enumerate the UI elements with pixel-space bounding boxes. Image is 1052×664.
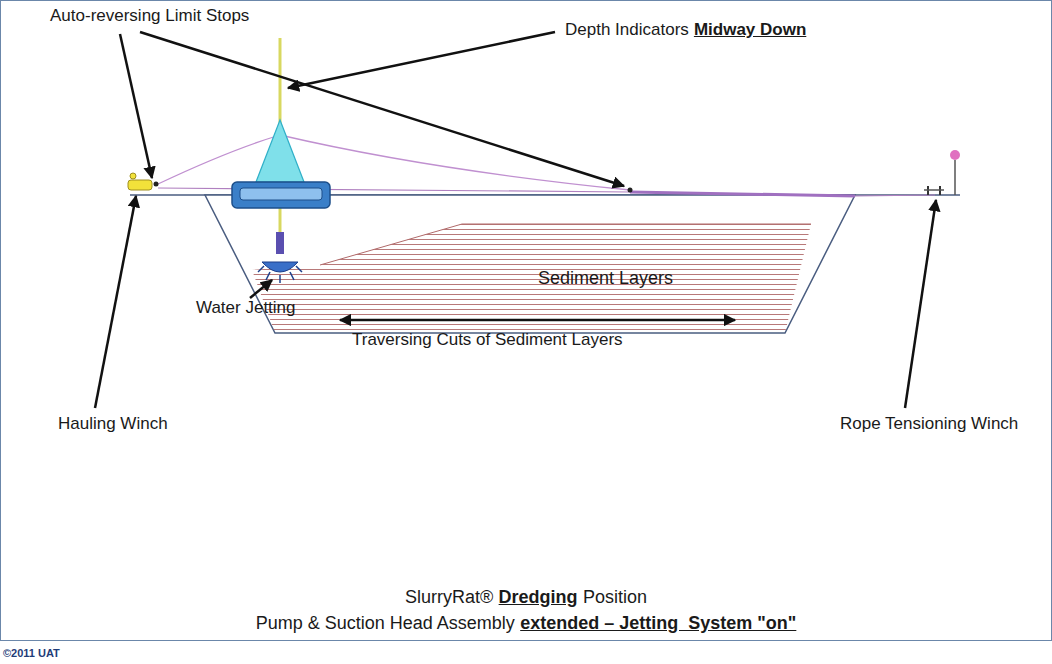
caption-text: SlurryRat® — [405, 587, 493, 607]
text-line: Pump & Suction Head Assemblyextended – J… — [0, 612, 1052, 634]
copyright-note: ©2011 UAT — [3, 646, 60, 660]
dimension-label: Traversing Cuts of Sediment Layers — [352, 330, 623, 350]
callout-label: Midway Down — [694, 20, 806, 39]
caption-text: Position — [583, 587, 647, 607]
callout-label: Auto-reversing Limit Stops — [50, 6, 249, 26]
callout-label: Water Jetting — [196, 298, 296, 318]
caption-text: extended – Jetting System "on" — [520, 613, 796, 633]
callout-label: Rope Tensioning Winch — [840, 414, 1018, 434]
callout-label: Hauling Winch — [58, 414, 168, 434]
text-line: Depth Indicators Midway Down — [565, 20, 806, 40]
region-label: Sediment Layers — [538, 268, 673, 289]
caption-text: Pump & Suction Head Assembly — [256, 613, 515, 633]
caption-text: Dredging — [499, 587, 578, 607]
text-line: SlurryRat® DredgingPosition — [0, 586, 1052, 608]
callout-label: Depth Indicators — [565, 20, 689, 39]
